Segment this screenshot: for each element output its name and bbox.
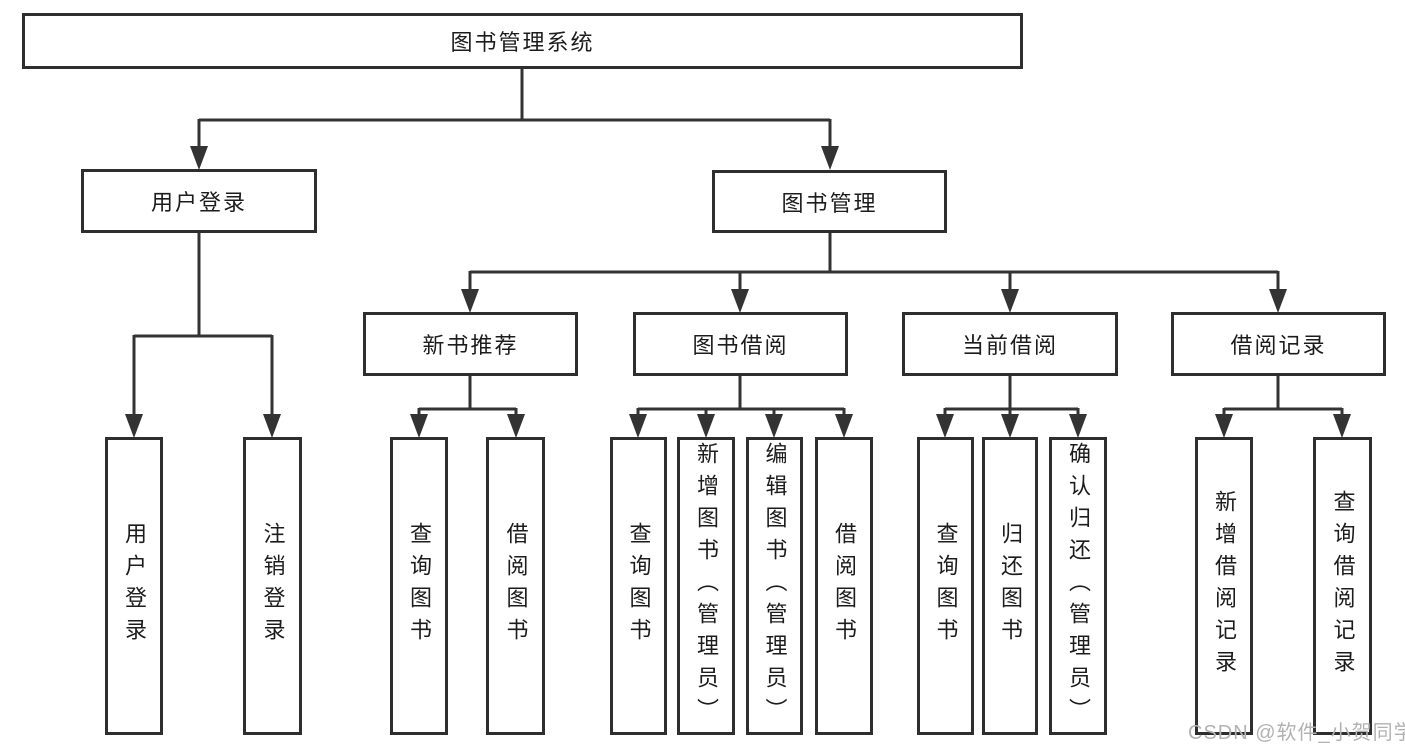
- node-label: 借阅图书: [503, 522, 529, 650]
- node-leaf-add-borrow-record: 新增借阅记录: [1195, 437, 1253, 735]
- csdn-watermark: CSDN @软件_小贺同学: [1188, 722, 1405, 744]
- node-label: 用户登录: [122, 522, 147, 650]
- node-book-management: 图书管理: [712, 170, 947, 233]
- node-leaf-query-books-recommend: 查询图书: [390, 437, 448, 735]
- node-label: 查询借阅记录: [1330, 490, 1356, 682]
- node-library-management-system: 图书管理系统: [22, 13, 1023, 69]
- node-label: 借阅记录: [1230, 333, 1327, 358]
- node-label: 当前借阅: [961, 333, 1058, 358]
- node-leaf-borrow-books: 借阅图书: [815, 437, 873, 735]
- node-leaf-borrow-books-recommend: 借阅图书: [486, 437, 545, 735]
- node-leaf-query-books-borrow: 查询图书: [610, 437, 667, 735]
- node-user-login: 用户登录: [81, 169, 317, 233]
- node-label: 编辑图书（管理员）: [762, 442, 788, 730]
- node-label: 注销登录: [260, 522, 286, 650]
- node-leaf-confirm-return-admin: 确认归还（管理员）: [1049, 437, 1107, 735]
- node-label: 查询图书: [626, 522, 652, 650]
- node-borrow-records: 借阅记录: [1171, 312, 1386, 376]
- node-current-borrow: 当前借阅: [902, 312, 1118, 376]
- node-leaf-logout-login: 注销登录: [243, 437, 302, 735]
- node-label: 新书推荐: [422, 333, 519, 358]
- node-label: 图书借阅: [692, 333, 789, 358]
- node-leaf-edit-books-admin: 编辑图书（管理员）: [746, 437, 803, 735]
- node-leaf-query-books-current: 查询图书: [917, 437, 974, 735]
- node-leaf-add-books-admin: 新增图书（管理员）: [677, 437, 735, 735]
- node-label: 归还图书: [998, 522, 1023, 650]
- node-label: 用户登录: [150, 190, 247, 215]
- node-label: 查询图书: [933, 522, 959, 650]
- node-new-book-recommend: 新书推荐: [363, 312, 578, 376]
- node-leaf-user-login: 用户登录: [105, 437, 163, 735]
- node-leaf-query-borrow-record: 查询借阅记录: [1313, 437, 1372, 735]
- node-label: 确认归还（管理员）: [1066, 442, 1091, 730]
- node-label: 新增借阅记录: [1212, 490, 1237, 682]
- node-leaf-return-books: 归还图书: [982, 437, 1038, 735]
- node-label: 图书管理: [781, 190, 878, 216]
- node-book-borrow: 图书借阅: [633, 312, 848, 376]
- node-label: 借阅图书: [832, 522, 857, 650]
- node-label: 查询图书: [407, 522, 432, 650]
- node-label: 图书管理系统: [450, 30, 595, 55]
- node-label: 新增图书（管理员）: [694, 442, 719, 730]
